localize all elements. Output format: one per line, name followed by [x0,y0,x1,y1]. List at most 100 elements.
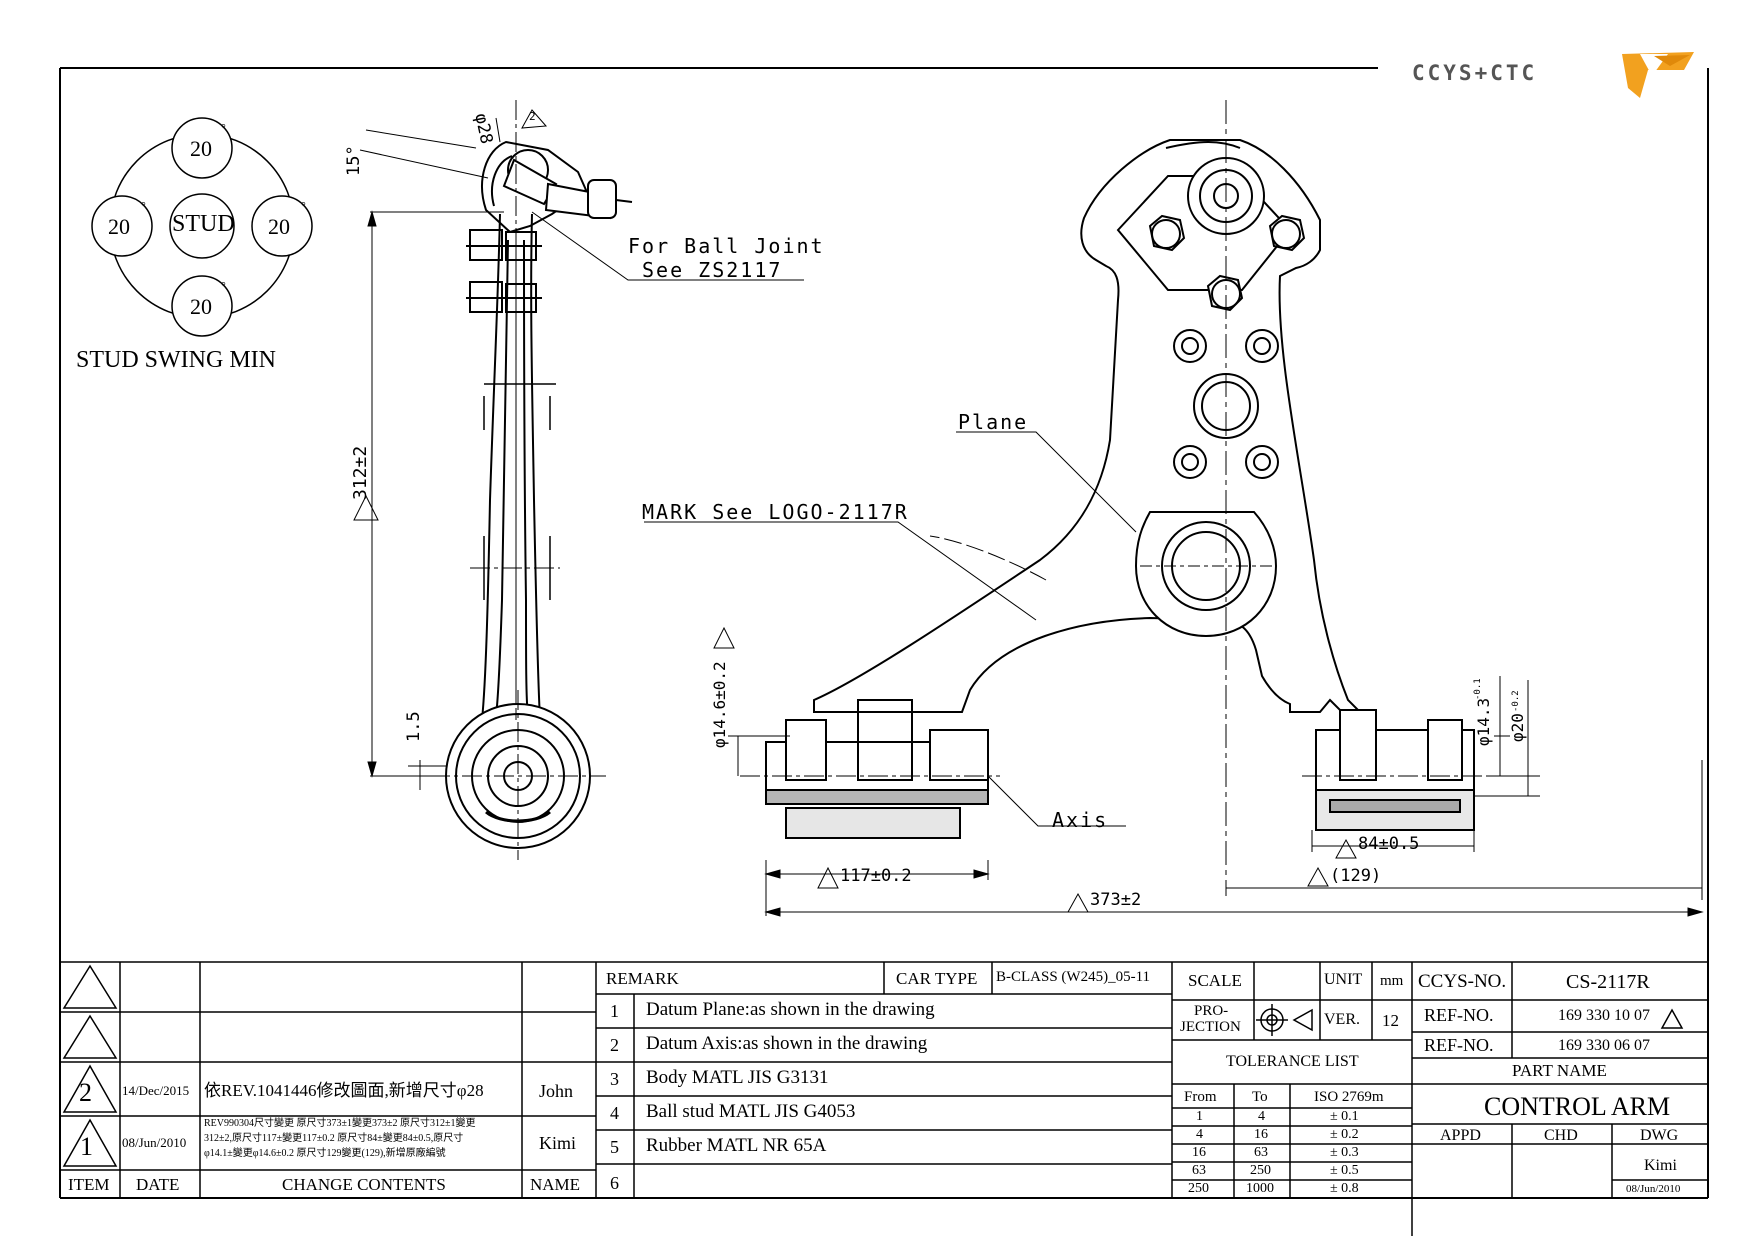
stud-degree-top: ° [221,121,226,135]
dwg-date: 08/Jun/2010 [1626,1183,1681,1195]
scale-label: SCALE [1188,971,1242,990]
tol-r5-to: 1000 [1246,1181,1274,1196]
dim-129-label: (129) [1330,866,1382,886]
projection-label-1: PRO- [1194,1003,1229,1019]
dia-14-3-tolerance: -0.1 [1473,678,1483,700]
side-view-dimensions [353,109,804,790]
dim-117-label: 117±0.2 [840,866,912,886]
dim-1-5-label: 1.5 [404,711,424,742]
axis-label: Axis [1052,808,1109,832]
ball-joint-line1: For Ball Joint [628,234,825,258]
tol-r3-to: 63 [1254,1145,1268,1160]
ref-no-value-2: 169 330 06 07 [1558,1037,1650,1054]
stud-angle-left: 20 [108,214,130,239]
tol-r2-from: 4 [1196,1127,1203,1142]
side-view [430,100,633,860]
dia-20-label: φ20 [1508,713,1527,742]
logo-text: CCYS+CTC [1412,61,1538,85]
stud-swing-caption: STUD SWING MIN [76,347,276,373]
rev-row4-item: 1 [80,1132,93,1161]
angle-15-label: 15° [344,145,364,176]
dia-14-3-label: φ14.3 [1474,697,1493,746]
part-name-label: PART NAME [1512,1061,1607,1080]
tol-r5-iso: ± 0.8 [1330,1181,1359,1196]
ccys-no-value: CS-2117R [1566,971,1650,993]
stud-center-label: STUD [172,211,235,237]
part-name-value: CONTROL ARM [1484,1092,1671,1121]
rev-row3-contents: 依REV.1041446修改圖面,新增尺寸φ28 [204,1081,484,1100]
car-type-label: CAR TYPE [896,969,978,988]
ball-joint-line2: See ZS2117 [642,258,783,282]
rev-header-item: ITEM [68,1175,110,1194]
remark-text-4: Ball stud MATL JIS G4053 [646,1101,856,1122]
tol-r1-from: 1 [1196,1109,1203,1124]
rev-row3-item: 2 [79,1078,92,1107]
remark-no-2: 2 [610,1035,619,1055]
stud-degree-bottom: ° [221,279,226,293]
tol-header-from: From [1184,1089,1217,1105]
rev-row4-date: 08/Jun/2010 [122,1135,187,1150]
stud-angle-bottom: 20 [190,294,212,319]
remark-text-1: Datum Plane:as shown in the drawing [646,999,935,1020]
tol-header-to: To [1252,1089,1268,1105]
tol-r2-iso: ± 0.2 [1330,1127,1359,1142]
mark-logo-label: MARK See LOGO-2117R [642,500,909,524]
projection-label-2: JECTION [1180,1019,1241,1035]
ccys-no-label: CCYS-NO. [1418,971,1507,992]
diameter-28-label: φ28 [470,111,497,146]
remark-no-6: 6 [610,1173,619,1193]
stud-degree-right: ° [301,199,306,213]
remark-no-5: 5 [610,1137,619,1157]
remark-no-4: 4 [610,1103,619,1123]
tol-r3-from: 16 [1192,1145,1206,1160]
ref-no-label-2: REF-NO. [1424,1035,1494,1055]
tolerance-title: TOLERANCE LIST [1226,1053,1359,1070]
stud-degree-left: ° [141,199,146,213]
tol-r4-iso: ± 0.5 [1330,1163,1359,1178]
tol-r2-to: 16 [1254,1127,1268,1142]
ver-label: VER. [1324,1011,1360,1028]
chd-label: CHD [1544,1127,1578,1144]
tol-r3-iso: ± 0.3 [1330,1145,1359,1160]
plane-label: Plane [958,410,1029,434]
remark-text-2: Datum Axis:as shown in the drawing [646,1033,928,1054]
remark-text-5: Rubber MATL NR 65A [646,1135,827,1156]
dim-373-label: 373±2 [1090,890,1142,910]
drawing-border [59,67,1709,1199]
rev2-mark: 2 [529,110,536,123]
tol-r1-iso: ± 0.1 [1330,1109,1359,1124]
table-grid [60,961,1708,1236]
rev-header-name: NAME [530,1175,581,1194]
appd-label: APPD [1440,1127,1481,1144]
stud-angle-right: 20 [268,214,290,239]
top-view-dimensions [644,431,1704,917]
rev-row3-date: 14/Dec/2015 [122,1083,190,1098]
rev-row3-name: John [539,1081,574,1101]
rev-row4-name: Kimi [539,1133,577,1153]
rev-header-date: DATE [136,1175,180,1194]
remark-no-3: 3 [610,1069,619,1089]
company-logo [1622,52,1694,98]
dia-14-6-label: φ14.6±0.2 [710,661,729,748]
unit-label: UNIT [1324,971,1363,988]
top-view [740,100,1490,890]
rev-row4-contents-3: φ14.1±變更φ14.6±0.2 原尺寸129變更(129),新增原廠編號 [204,1148,446,1159]
rev-row4-contents-1: REV990304尺寸變更 原尺寸373±1變更373±2 原尺寸312±1變更 [204,1118,476,1129]
stud-angle-top: 20 [190,136,212,161]
rev-row4-contents-2: 312±2,原尺寸117±變更117±0.2 原尺寸84±變更84±0.5,原尺… [204,1133,464,1144]
dwg-name: Kimi [1644,1157,1677,1174]
length-312-label: 312±2 [350,445,371,500]
car-type-value: B-CLASS (W245)_05-11 [996,969,1151,985]
remark-text-3: Body MATL JIS G3131 [646,1067,829,1088]
tol-header-iso: ISO 2769m [1314,1089,1384,1105]
tol-r4-from: 63 [1192,1163,1206,1178]
ref-no-value-1: 169 330 10 07 [1558,1007,1650,1024]
unit-value: mm [1380,973,1404,989]
ref-no-label-1: REF-NO. [1424,1005,1494,1025]
remark-no-1: 1 [610,1001,619,1021]
tol-r5-from: 250 [1188,1181,1209,1196]
remark-header: REMARK [606,969,679,988]
rev-header-contents: CHANGE CONTENTS [282,1175,446,1194]
tol-r4-to: 250 [1250,1163,1271,1178]
